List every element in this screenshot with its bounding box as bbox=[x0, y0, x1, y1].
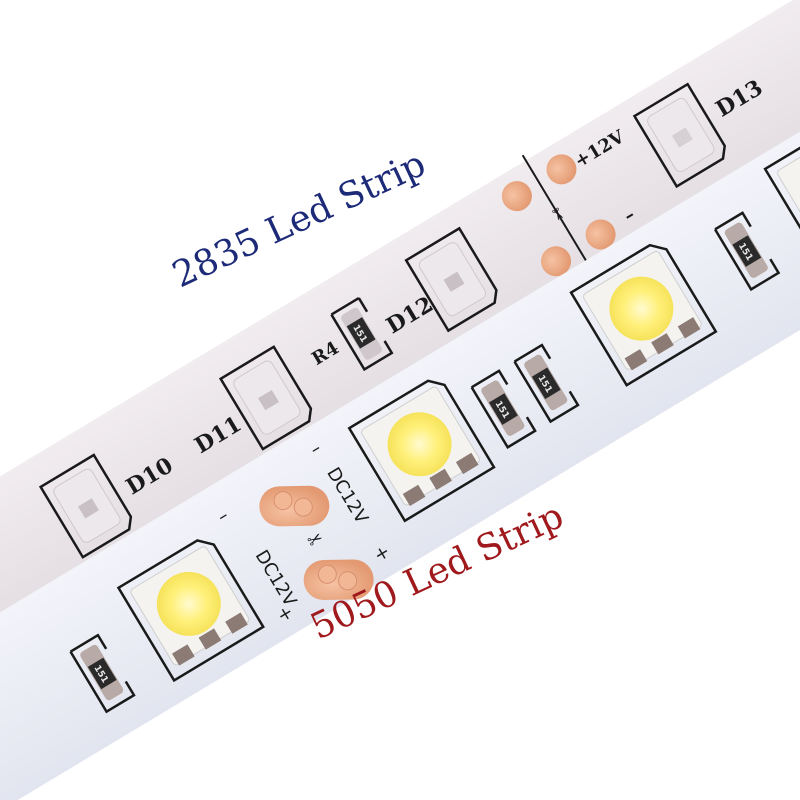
led-5050 bbox=[116, 539, 265, 683]
led-5050 bbox=[763, 120, 800, 264]
strip-5050: 151 DC12V – + ✂ DC12V – + bbox=[0, 37, 800, 800]
resistor-5050: 151 bbox=[713, 211, 781, 292]
resistor-5050: 151 bbox=[470, 369, 537, 450]
resistor-5050: 151 bbox=[69, 633, 136, 714]
resistor-5050: 151 bbox=[513, 343, 580, 424]
strip-2835: D10 D11 151 R4 D12 bbox=[0, 0, 800, 738]
led-5050 bbox=[569, 243, 718, 387]
led-5050 bbox=[347, 379, 496, 523]
